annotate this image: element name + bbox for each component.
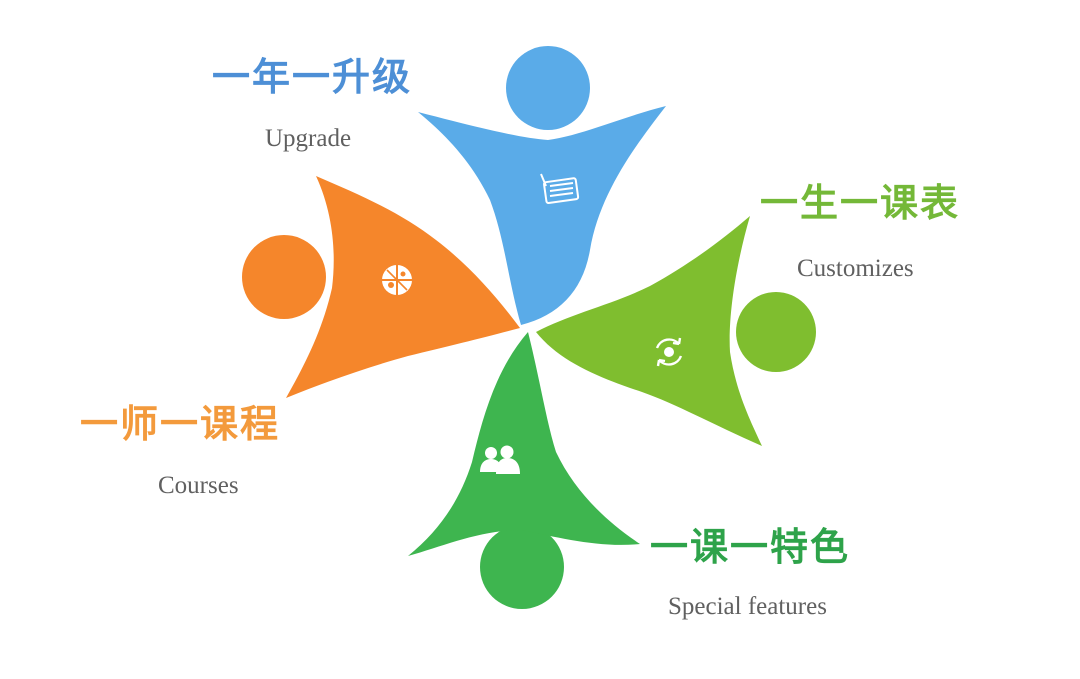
orange-figure-head	[242, 235, 326, 319]
orange-figure	[242, 176, 520, 398]
dark-green-figure-head	[480, 525, 564, 609]
special-features-title-cn: 一课一特色	[650, 524, 851, 569]
blue-figure-head	[506, 46, 590, 130]
people-group-icon	[480, 445, 520, 474]
blue-figure	[418, 46, 666, 325]
courses-title-cn: 一师一课程	[80, 401, 281, 446]
dark-green-figure	[408, 332, 640, 609]
dark-green-figure-body	[408, 332, 640, 556]
blue-figure-body	[418, 106, 666, 325]
light-green-figure-head	[736, 292, 816, 372]
customizes-title-cn: 一生一课表	[760, 180, 961, 225]
upgrade-title-cn: 一年一升级	[212, 54, 413, 99]
calendar-notes-icon	[540, 173, 580, 205]
courses-title-en: Courses	[158, 472, 239, 499]
light-green-figure	[536, 216, 816, 446]
refresh-cycle-icon	[655, 337, 683, 367]
light-green-figure-body	[536, 216, 762, 446]
customizes-title-en: Customizes	[797, 255, 914, 282]
segmented-disc-icon	[382, 265, 412, 295]
special-features-title-en: Special features	[668, 593, 827, 620]
upgrade-title-en: Upgrade	[265, 125, 352, 152]
